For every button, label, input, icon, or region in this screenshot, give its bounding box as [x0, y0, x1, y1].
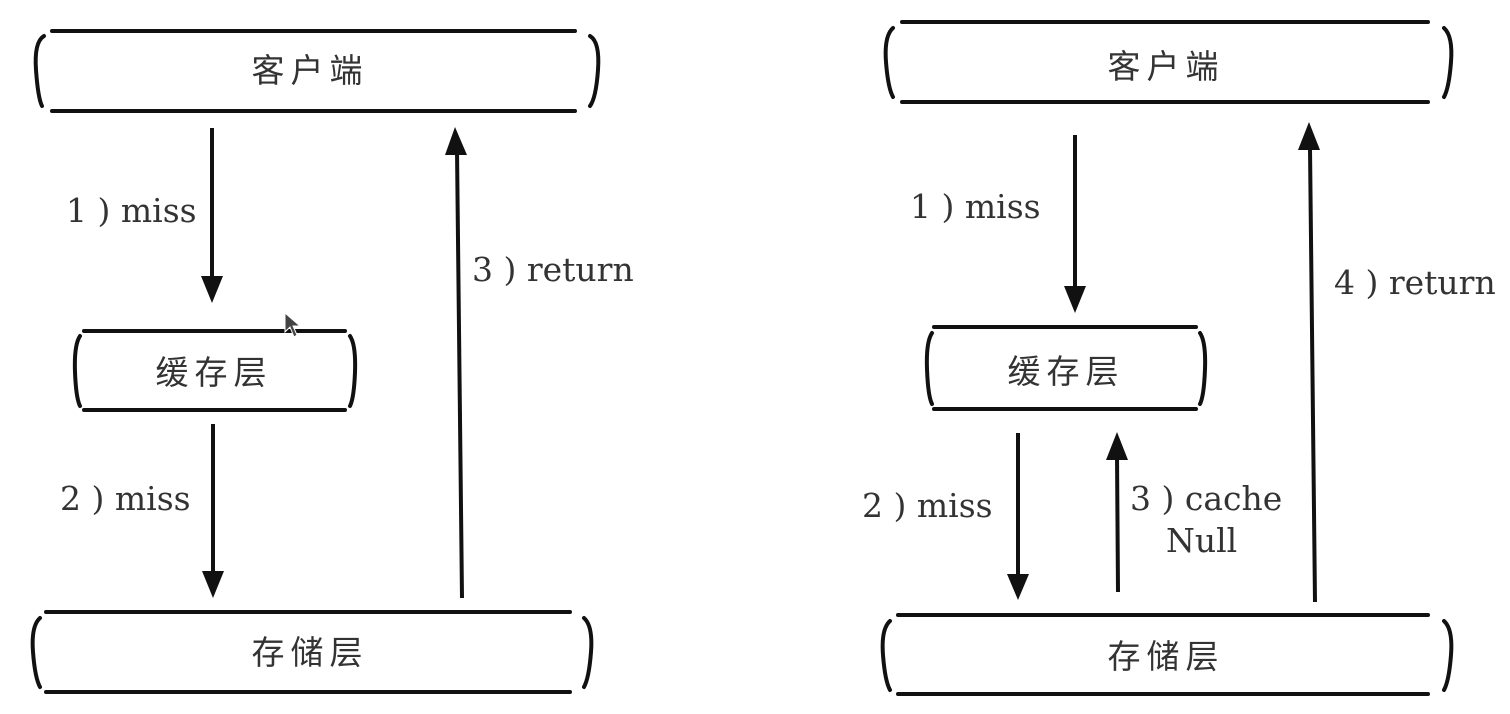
right-arrow-return	[1298, 122, 1320, 603]
right-client-label: 客户端	[1108, 47, 1225, 86]
left-step3-label: 3 ) return	[472, 250, 634, 289]
right-arrow-miss-2	[1007, 433, 1029, 600]
right-client-box: 客户端	[883, 20, 1454, 104]
left-storage-left-brace	[30, 616, 42, 689]
left-step2-label: 2 ) miss	[60, 479, 191, 518]
right-cache-box: 缓存层	[924, 325, 1208, 411]
left-arrow-return	[445, 127, 467, 599]
right-cache-right-brace	[1198, 331, 1208, 406]
right-storage-label: 存储层	[1108, 637, 1225, 676]
left-cache-left-brace	[72, 334, 82, 408]
left-cache-label: 缓存层	[156, 353, 273, 392]
right-arrow-cache-null	[1106, 432, 1128, 593]
left-client-box: 客户端	[33, 29, 601, 113]
left-step1-label: 1 ) miss	[66, 191, 197, 230]
left-storage-right-brace	[582, 616, 594, 689]
right-step4-label: 4 ) return	[1334, 263, 1496, 302]
left-client-right-brace	[588, 34, 601, 108]
right-cache-label: 缓存层	[1008, 352, 1125, 391]
left-arrow-miss-1	[201, 128, 223, 303]
left-client-label: 客户端	[252, 51, 369, 90]
right-step1-label: 1 ) miss	[910, 187, 1041, 226]
left-arrow-miss-2	[202, 424, 224, 598]
left-storage-box: 存储层	[30, 610, 594, 694]
right-arrow-miss-1	[1064, 135, 1086, 313]
right-storage-box: 存储层	[880, 613, 1454, 696]
right-step3-label-line1: 3 ) cache	[1130, 479, 1282, 518]
right-client-left-brace	[883, 26, 895, 99]
right-step3-label-line2: Null	[1166, 521, 1237, 560]
right-diagram: 客户端 1 ) miss 缓存层 2 ) miss 3 ) cache Nul	[862, 20, 1496, 696]
left-diagram: 客户端 1 ) miss 缓存层 2 ) miss 3 ) re	[30, 29, 634, 694]
left-storage-label: 存储层	[252, 633, 369, 672]
left-cache-right-brace	[348, 334, 358, 408]
right-client-right-brace	[1442, 26, 1454, 99]
right-cache-left-brace	[924, 331, 934, 406]
left-client-left-brace	[33, 34, 46, 108]
right-storage-left-brace	[880, 619, 892, 692]
left-cache-box: 缓存层	[72, 329, 358, 412]
right-storage-right-brace	[1442, 619, 1454, 692]
mouse-cursor-icon	[284, 311, 302, 338]
right-step2-label: 2 ) miss	[862, 486, 993, 525]
